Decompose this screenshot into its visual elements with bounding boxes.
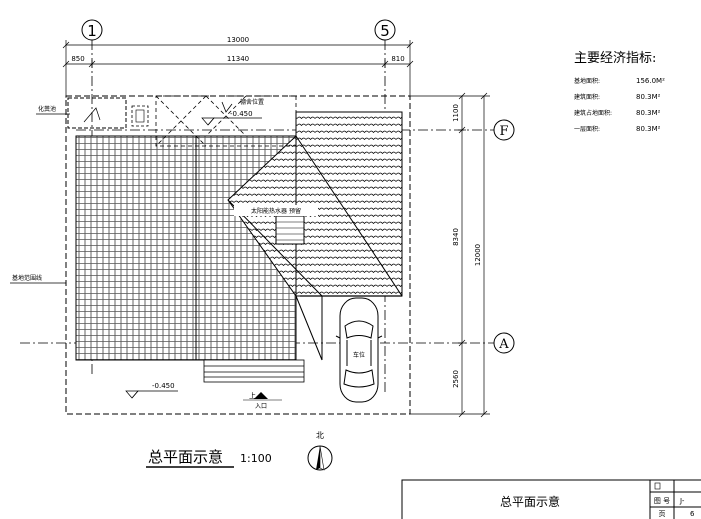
level-marker-bottom: -0.450 [125,382,178,399]
indicator-label-3: 建筑占地面积: [574,109,612,117]
site-boundary [65,95,411,415]
north-arrow-icon [307,445,333,471]
top-dimensions [62,40,414,98]
indicators-title: 主要经济指标: [574,51,656,66]
dim-total-height: 12000 [474,244,482,266]
indicator-label-4: 一层面积: [574,125,600,133]
drawing-scale: 1:100 [240,452,272,465]
dim-total-width: 13000 [227,36,249,44]
grid-axis-f-label: F [499,124,508,139]
shed-label: 化粪池 [38,105,56,113]
grid-axis-5: 5 [374,19,396,395]
indicator-label-2: 建筑面积: [574,93,600,101]
level-bottom-label: -0.450 [152,382,175,390]
indicator-value-3: 80.3M² [636,109,661,117]
title-block-value-1: J- [679,497,685,505]
entrance-marker [243,392,282,401]
level-top-label: -0.450 [230,110,253,118]
dim-inner-width: 11340 [227,55,249,63]
grid-axis-1-label: 1 [87,22,97,40]
dim-left-offset: 850 [71,55,84,63]
dim-middle-segment: 8340 [452,228,460,246]
title-block-label-1: 图 号 [654,497,670,505]
awning-position-label: 棚舍位置 [240,98,264,106]
awning-area [155,95,297,147]
dim-right-offset: 810 [391,55,404,63]
drawing-title: 总平面示意 [148,448,223,466]
car-icon [335,297,383,403]
indicator-value-4: 80.3M² [636,125,661,133]
grid-axis-5-label: 5 [380,22,390,40]
dim-top-segment: 1100 [452,104,460,122]
dim-bottom-segment: 2560 [452,370,460,388]
entrance-label: 入口 [255,403,267,410]
grid-axis-f: F [76,119,515,141]
indicator-value-2: 80.3M² [636,93,661,101]
site-boundary-label: 基地范围线 [12,274,42,282]
entrance-steps [203,359,305,383]
solar-heater-label: 太阳能热水器 预留 [251,207,301,215]
shed-block [36,97,149,129]
indicator-label-1: 基地面积: [574,77,600,85]
title-block-name: 总平面示意 [500,494,560,509]
right-dimensions [410,92,490,418]
up-label: 上 [249,391,256,400]
indicator-value-1: 156.0M² [636,77,665,85]
title-block-label-2: 页 [659,510,666,518]
title-block-value-2: 6 [690,510,695,518]
roof-plan [75,111,403,361]
grid-axis-a-label: A [498,337,509,352]
parking-label: 车位 [353,351,365,359]
north-label: 北 [316,431,324,440]
title-block [401,479,701,519]
level-marker-top: -0.450 [201,110,262,126]
